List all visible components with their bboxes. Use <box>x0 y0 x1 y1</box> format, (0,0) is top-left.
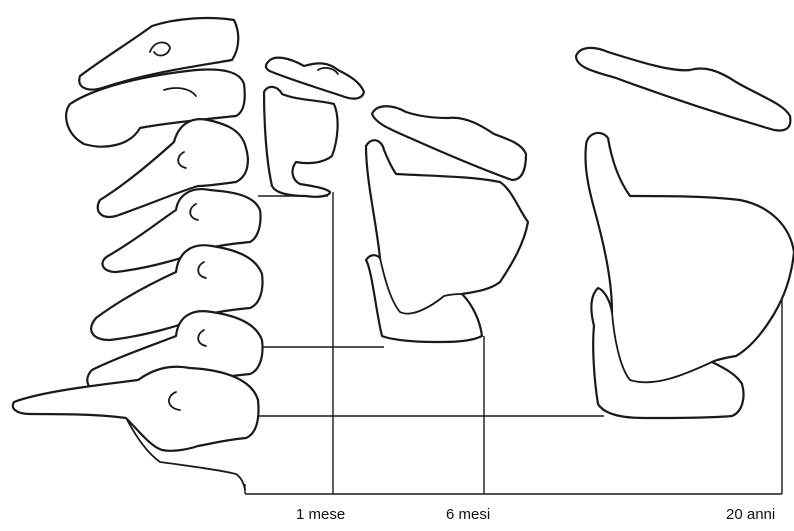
specimen-6-mesi-upper <box>372 106 526 180</box>
age-label-6-mesi: 6 mesi <box>446 506 490 523</box>
vertebra-7 <box>13 367 259 451</box>
specimen-1-mese <box>264 58 364 197</box>
age-label-1-mese: 1 mese <box>296 506 345 523</box>
specimen-20-anni <box>576 48 794 418</box>
specimen-6-mesi <box>366 106 528 342</box>
age-label-20-anni: 20 anni <box>726 506 775 523</box>
cervical-spine <box>13 18 263 490</box>
specimen-1-mese-body <box>264 87 338 197</box>
specimen-20-anni-upper <box>576 48 790 131</box>
specimen-20-anni-body <box>585 133 794 418</box>
